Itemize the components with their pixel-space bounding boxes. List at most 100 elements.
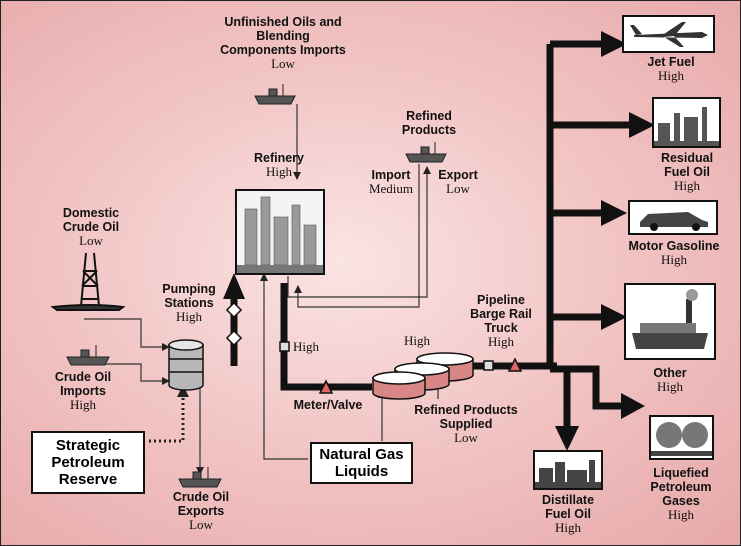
unfinished-level: Low	[271, 56, 295, 71]
import-level: Medium	[368, 181, 414, 196]
import-label: Import Medium	[363, 168, 419, 197]
pump-valve-1	[225, 301, 243, 319]
pumping-title-1: Pumping	[162, 282, 216, 296]
natural-gas-liquids-box: Natural Gas Liquids	[310, 442, 413, 484]
jet-fuel-title: Jet Fuel	[647, 55, 695, 69]
pipeline-title-2: Barge Rail	[470, 307, 532, 321]
tanks-high-label: High	[397, 333, 437, 349]
crude-exports-level: Low	[189, 517, 213, 532]
spr-label-1: Strategic	[55, 436, 121, 454]
pipeline-gauge	[483, 360, 494, 371]
lpg-level: High	[668, 507, 694, 522]
other-arrow-head	[601, 304, 627, 330]
tanks-high-level: High	[404, 333, 430, 348]
pumping-level: High	[176, 309, 202, 324]
domestic-to-tank-line	[84, 318, 170, 351]
gasoline-level: High	[661, 252, 687, 267]
supplied-title-2: Supplied	[439, 417, 493, 431]
imports-to-tank-line	[99, 363, 170, 385]
residual-fuel-oil-icon	[652, 97, 721, 148]
other-level: High	[657, 379, 683, 394]
export-title: Export	[438, 168, 478, 182]
motor-gasoline-label: Motor Gasoline High	[619, 239, 729, 268]
gasoline-arrow-head	[601, 200, 627, 226]
exports-ship-icon	[178, 478, 222, 488]
refinery-to-export-line	[287, 166, 431, 298]
export-level: Low	[446, 181, 470, 196]
lpg-arrow-head	[621, 393, 645, 419]
jet-fuel-arrow-head	[601, 31, 627, 57]
pump-valve-2	[225, 329, 243, 347]
pipeline-title-3: Truck	[484, 321, 518, 335]
spr-dotted-line	[149, 389, 185, 443]
jet-fuel-label: Jet Fuel High	[633, 55, 709, 84]
distillate-fuel-oil-icon	[533, 450, 603, 490]
spr-label-2: Petroleum	[51, 453, 125, 471]
crude-imports-level: High	[70, 397, 96, 412]
supplied-title-1: Refined Products	[414, 403, 518, 417]
crude-imports-label: Crude Oil Imports High	[45, 370, 121, 413]
spr-label-3: Reserve	[58, 471, 118, 489]
imports-ship-icon	[66, 356, 110, 366]
residual-title-1: Residual	[660, 151, 714, 165]
supplied-level: Low	[454, 430, 478, 445]
crude-exports-title-2: Exports	[177, 504, 225, 518]
distillate-title-2: Fuel Oil	[545, 507, 591, 521]
other-label: Other High	[635, 366, 705, 395]
refinery-level: High	[266, 164, 292, 179]
domestic-level: Low	[79, 233, 103, 248]
refined-title-1: Refined	[406, 109, 452, 123]
crude-imports-title-2: Imports	[60, 384, 106, 398]
crude-storage-drum	[168, 339, 204, 391]
pipeline-valve-triangle	[507, 357, 523, 372]
crude-exports-label: Crude Oil Exports Low	[161, 490, 241, 533]
refined-supplied-label: Refined Products Supplied Low	[405, 403, 527, 446]
pipe-high-level: High	[293, 339, 319, 354]
ngl-label-1: Natural Gas	[319, 445, 404, 463]
refinery-title: Refinery	[253, 151, 305, 165]
pumping-title-2: Stations	[164, 296, 214, 310]
residual-arrow-head	[629, 112, 655, 138]
motor-gasoline-car-icon	[628, 200, 718, 235]
residual-title-2: Fuel Oil	[664, 165, 710, 179]
refinery-icon	[235, 189, 325, 275]
oil-derrick-icon	[50, 252, 126, 311]
distillate-arrow-head	[555, 426, 579, 451]
meter-valve-label: Meter/Valve	[288, 398, 368, 412]
gasoline-title: Motor Gasoline	[628, 239, 720, 253]
pipe-gauge	[279, 341, 290, 352]
unfinished-oils-label: Unfinished Oils and Blending Components …	[208, 15, 358, 72]
unfinished-ship-icon	[254, 95, 296, 105]
jet-fuel-level: High	[658, 68, 684, 83]
unfinished-title-2: Blending	[256, 29, 310, 43]
pipeline-level: High	[488, 334, 514, 349]
ngl-to-refinery-line	[260, 273, 308, 460]
lpg-title-3: Gases	[662, 494, 700, 508]
other-products-ship-icon	[624, 283, 716, 360]
residual-label: Residual Fuel Oil High	[647, 151, 727, 194]
residual-level: High	[674, 178, 700, 193]
meter-valve-triangle	[318, 379, 334, 394]
refined-title-2: Products	[401, 123, 457, 137]
other-title: Other	[653, 366, 687, 380]
distillate-level: High	[555, 520, 581, 535]
pipeline-label: Pipeline Barge Rail Truck High	[459, 293, 543, 350]
domestic-title-2: Crude Oil	[62, 220, 120, 234]
distillate-title-1: Distillate	[541, 493, 595, 507]
storage-tanks	[372, 352, 474, 400]
export-label: Export Low	[433, 168, 483, 197]
pipeline-title-1: Pipeline	[477, 293, 525, 307]
lpg-label: Liquefied Petroleum Gases High	[641, 466, 721, 523]
crude-imports-title-1: Crude Oil	[54, 370, 112, 384]
domestic-title-1: Domestic	[62, 206, 120, 220]
refinery-output-pipe	[280, 283, 372, 391]
jet-fuel-airplane-icon	[622, 15, 715, 53]
unfinished-title-1: Unfinished Oils and	[224, 15, 342, 29]
unfinished-title-3: Components Imports	[220, 43, 346, 57]
pumping-arrow-head	[223, 273, 245, 299]
meter-valve-title: Meter/Valve	[293, 398, 363, 412]
ngl-label-2: Liquids	[334, 463, 389, 480]
refinery-label: Refinery High	[247, 151, 311, 180]
